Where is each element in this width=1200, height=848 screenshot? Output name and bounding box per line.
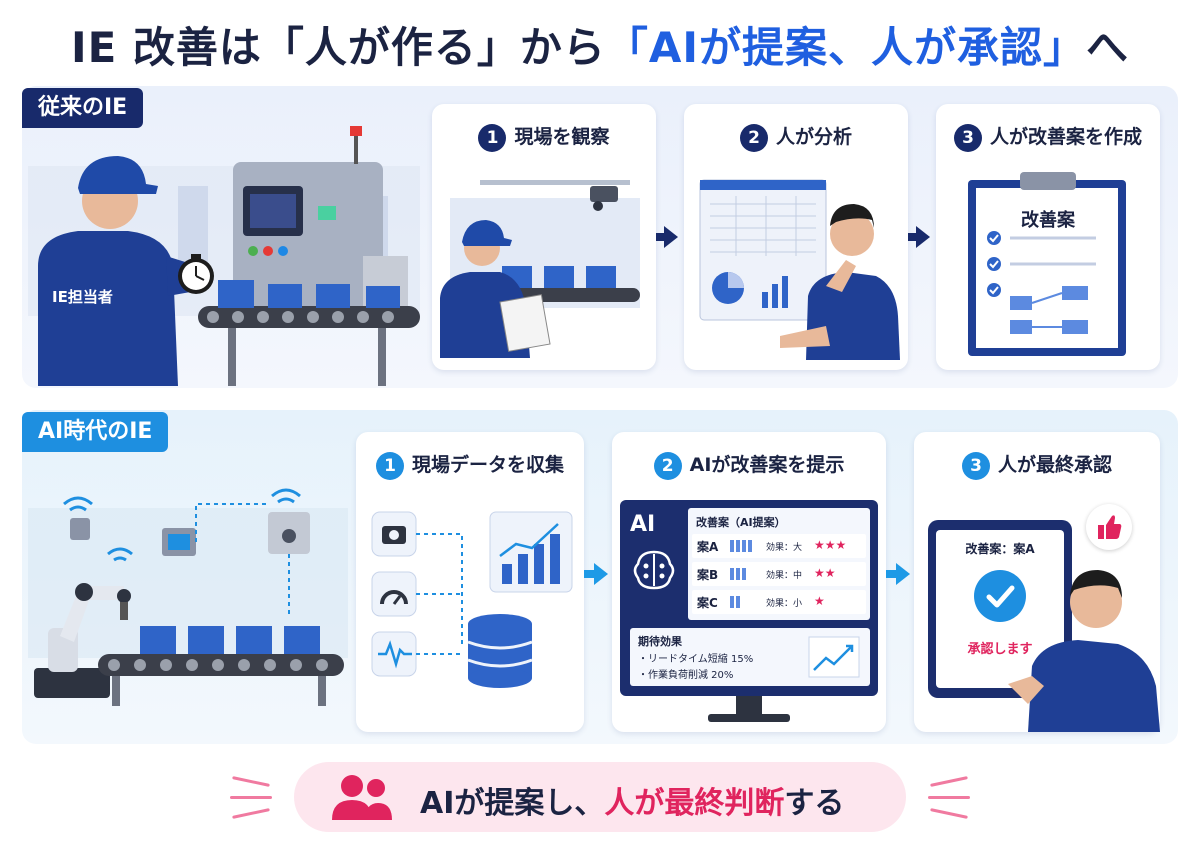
signal-bars-icon — [730, 596, 756, 608]
worker-label: IE担当者 — [52, 288, 113, 306]
thumbs-up-icon — [1098, 515, 1122, 539]
traditional-step-3-card: 3 人が改善案を作成 改善案 — [936, 104, 1160, 370]
brain-icon — [633, 550, 675, 590]
traditional-step-2-card: 2 人が分析 — [684, 104, 908, 370]
proposal-effect: 効果：小 — [766, 599, 803, 609]
signal-bars-icon — [730, 540, 756, 552]
ai-label: AI — [630, 512, 656, 537]
step-label: 人が改善案を作成 — [989, 126, 1142, 148]
analyze-illustration — [699, 179, 900, 360]
step-label: 現場を観察 — [514, 126, 610, 148]
summary-text-3: する — [784, 786, 845, 821]
title-part1: IE 改善は「人が作る」から — [70, 23, 606, 72]
step-number: 3 — [961, 451, 990, 480]
machine-icon — [233, 162, 383, 312]
traditional-step-1-card: 1 現場を観察 — [432, 104, 656, 370]
clipboard-title: 改善案 — [1021, 210, 1075, 231]
traditional-tag: 従来のIE — [22, 88, 144, 128]
decoration-line — [230, 796, 272, 799]
proposal-name: 案C — [697, 596, 718, 610]
people-icon — [332, 775, 392, 820]
step-number: 2 — [739, 123, 768, 152]
arrow-right-icon — [896, 563, 910, 585]
ai-step-3-card: 3 人が最終承認 改善案：案A 承認します — [914, 432, 1160, 732]
product-box-icon — [140, 626, 320, 654]
summary-pill — [294, 762, 906, 832]
step-number: 3 — [953, 123, 982, 152]
summary-text-1: AIが提案し、 — [420, 786, 605, 821]
star-rating: ★★ — [814, 566, 836, 580]
star-rating: ★★★ — [814, 538, 847, 552]
star-rating: ★ — [814, 594, 825, 608]
proposal-title: 改善案（AI提案） — [696, 516, 786, 529]
step-number: 1 — [478, 123, 507, 152]
arrow-stem — [656, 233, 666, 241]
wifi-icon — [63, 488, 301, 562]
camera-icon — [590, 186, 618, 202]
step-number: 1 — [375, 451, 404, 480]
observe-illustration — [440, 180, 640, 358]
ai-era-tag: AI時代のIE — [22, 412, 169, 452]
robot-arm-icon — [34, 583, 131, 698]
expected-item: ・作業負荷削減 20% — [638, 670, 734, 681]
step-number: 2 — [653, 451, 682, 480]
approve-text[interactable]: 承認します — [967, 642, 1033, 657]
proposal-name: 案B — [697, 568, 719, 582]
arrow-right-icon — [594, 563, 608, 585]
ai-monitor: AI 改善案（AI提案） 案A 効果：大 ★★★ 案B 効果：中 ★★ 案C — [620, 500, 878, 696]
expected-item: ・リードタイム短縮 15% — [638, 654, 754, 665]
trend-up-icon — [808, 636, 860, 678]
step-label: 人が最終承認 — [997, 454, 1112, 476]
check-circle-icon — [974, 570, 1026, 622]
sensor-camera-icon — [70, 518, 90, 540]
monitor-stand — [736, 696, 762, 714]
product-box-icon — [218, 280, 400, 308]
arrow-right-icon — [916, 226, 930, 248]
step-label: 現場データを収集 — [411, 454, 564, 476]
decoration-line — [232, 808, 270, 819]
proposal-effect: 効果：中 — [766, 571, 803, 581]
approver-figure — [1008, 570, 1160, 732]
database-icon — [468, 614, 532, 688]
decoration-line — [928, 796, 970, 799]
expected-title: 期待効果 — [638, 635, 682, 648]
gauge-icon — [380, 590, 408, 605]
summary-text-2: 人が最終判断 — [604, 786, 785, 821]
decoration-line — [930, 776, 968, 787]
monitor-base — [708, 714, 790, 722]
proposal-row[interactable]: 案C 効果：小 ★ — [692, 590, 866, 614]
arrow-stem — [584, 570, 596, 578]
proposal-row[interactable]: 案B 効果：中 ★★ — [692, 562, 866, 586]
ai-step-1-card: 1 現場データを収集 — [356, 432, 584, 732]
step-label: 人が分析 — [775, 126, 852, 148]
arrow-right-icon — [664, 226, 678, 248]
tablet: 改善案：案A 承認します — [928, 520, 1072, 698]
waveform-icon — [378, 640, 412, 669]
summary-text: AIが提案し、人が最終判断する — [420, 778, 844, 822]
ai-factory-illustration — [28, 488, 348, 706]
traditional-factory-illustration — [28, 126, 420, 386]
arrow-stem — [886, 570, 898, 578]
ie-worker-figure — [38, 156, 214, 386]
title-part3: へ — [1086, 23, 1130, 72]
decoration-line — [232, 776, 270, 787]
proposal-name: 案A — [697, 540, 719, 554]
decoration-line — [930, 808, 968, 819]
page-title: IE 改善は「人が作る」から「AIが提案、人が承認」へ — [0, 14, 1200, 75]
tablet-title: 改善案：案A — [965, 542, 1035, 556]
proposal-list-panel: 改善案（AI提案） 案A 効果：大 ★★★ 案B 効果：中 ★★ 案C 効果：小… — [688, 508, 870, 620]
clipboard-illustration — [968, 172, 1126, 356]
title-part2: 「AIが提案、人が承認」 — [605, 23, 1087, 72]
step-label: AIが改善案を提示 — [689, 454, 845, 476]
signal-bars-icon — [730, 568, 756, 580]
proposal-effect: 効果：大 — [766, 543, 803, 553]
data-collection-illustration — [371, 511, 573, 688]
arrow-stem — [908, 233, 918, 241]
proposal-row[interactable]: 案A 効果：大 ★★★ — [692, 534, 866, 558]
thumbs-up-bubble — [1086, 504, 1132, 550]
expected-effect-panel: 期待効果 ・リードタイム短縮 15% ・作業負荷削減 20% — [630, 628, 870, 686]
